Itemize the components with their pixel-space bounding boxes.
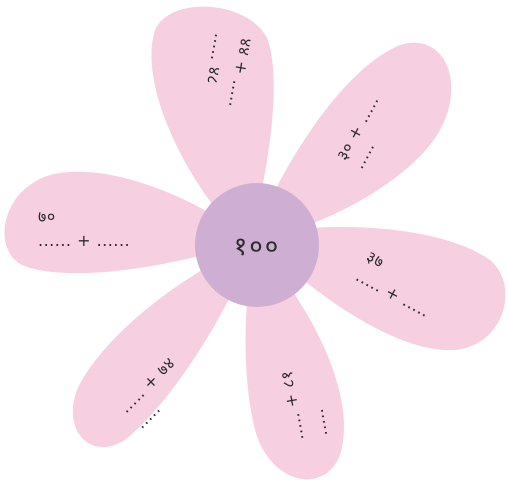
petal-left-line1: ७० bbox=[38, 207, 56, 226]
petal-left-line2: ...... + ...... bbox=[38, 231, 130, 250]
center-number: १०० bbox=[234, 232, 281, 262]
flower-center: १०० bbox=[195, 183, 319, 307]
